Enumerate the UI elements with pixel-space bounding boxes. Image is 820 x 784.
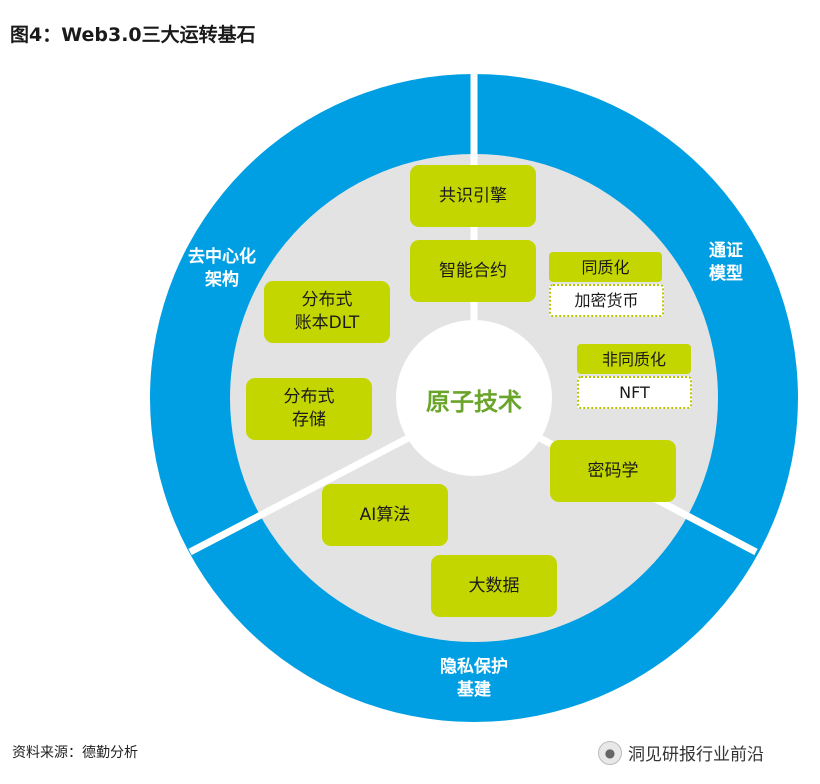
ring-label-privacy: 隐私保护 基建 <box>440 657 508 700</box>
figure-title: 图4：Web3.0三大运转基石 <box>10 24 256 46</box>
box-cryptography: 密码学 <box>550 440 676 502</box>
watermark-text: 洞见研报行业前沿 <box>628 745 764 765</box>
core-label: 原子技术 <box>426 388 522 416</box>
core-circle <box>396 320 552 476</box>
box-big-data: 大数据 <box>431 555 557 617</box>
box-distributed-storage: 分布式 存储 <box>246 378 372 440</box>
box-nft: NFT <box>577 376 692 409</box>
ring-label-token-model: 通证 模型 <box>709 241 743 284</box>
box-smart-contract: 智能合约 <box>410 240 536 302</box>
box-distributed-ledger: 分布式 账本DLT <box>264 281 390 343</box>
watermark: ● 洞见研报行业前沿 <box>598 740 764 765</box>
wechat-icon: ● <box>598 740 622 765</box>
ring-label-decentralized: 去中心化 架构 <box>188 247 256 290</box>
box-fungible: 同质化 <box>549 252 662 282</box>
box-non-fungible: 非同质化 <box>577 344 691 374</box>
box-crypto-currency: 加密货币 <box>549 284 664 317</box>
source-note: 资料来源：德勤分析 <box>12 745 138 761</box>
separator-lower-left <box>188 432 414 556</box>
box-consensus-engine: 共识引擎 <box>410 165 536 227</box>
box-ai-algorithm: AI算法 <box>322 484 448 546</box>
